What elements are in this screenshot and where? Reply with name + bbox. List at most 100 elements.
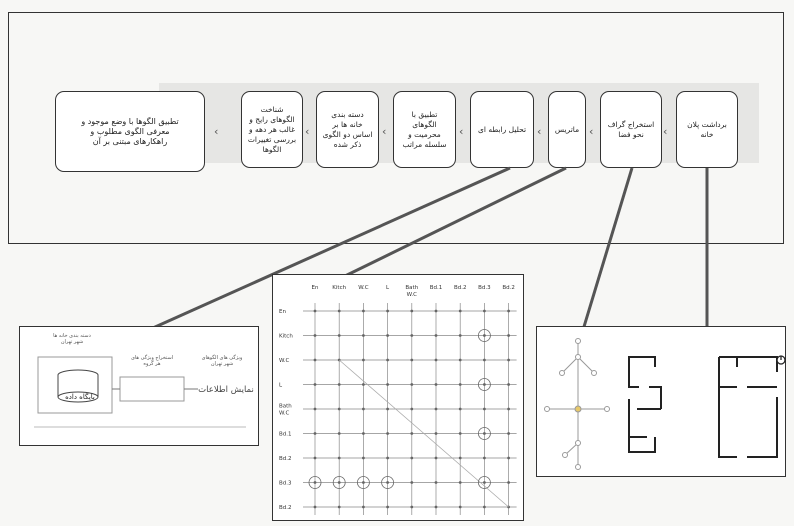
matrix-row-header: Bath (279, 404, 292, 410)
info-system-diagram (34, 356, 246, 428)
matrix-cell-dot (362, 407, 365, 411)
label-database: پایگاه داده (65, 393, 95, 401)
matrix-cell-circle (332, 476, 346, 489)
matrix-cell-dot (410, 358, 414, 362)
matrix-cell-dot (434, 456, 438, 460)
matrix-cell-dot (434, 407, 438, 411)
plan-graph-panel (536, 326, 786, 477)
step-final-matching: تطبیق الگوها با وضع موجود و معرفی الگوی … (55, 91, 205, 172)
matrix-cell-dot (458, 309, 462, 313)
matrix-cell-dot (507, 309, 510, 313)
step-relational-analysis: تحلیل رابطه ای (470, 91, 534, 168)
matrix-cell-dot (483, 309, 486, 313)
matrix-cell-dot (483, 383, 486, 386)
matrix-row-header: Bd.1 (279, 432, 292, 438)
floor-plan-a (628, 356, 662, 453)
matrix-diagonal (338, 359, 509, 508)
matrix-cell-dot (410, 407, 414, 411)
matrix-row-header: Kitch (279, 334, 293, 340)
matrix-cell-dot (337, 505, 341, 509)
matrix-cell-dot (362, 334, 365, 337)
matrix-cell-dot (386, 309, 389, 313)
matrix-cell-dot (507, 383, 510, 386)
matrix-cell-dot (410, 505, 414, 509)
matrix-cell-circle (357, 476, 370, 489)
matrix-cell-dot (458, 505, 462, 509)
matrix-col-header: Bd.2 (454, 285, 467, 291)
note-feature-extraction: استخراج ویژگی های هر گروه (130, 355, 174, 367)
arrow-left-icon: ‹ (214, 125, 219, 138)
matrix-col-header: En (312, 285, 319, 291)
matrix-cell-dot (386, 456, 389, 460)
matrix-row-header: L (279, 383, 283, 389)
matrix-cell-dot (386, 358, 389, 362)
matrix-col-header: Bd.3 (478, 285, 491, 291)
matrix-cell-circle (477, 329, 491, 342)
matrix-col-header: Bd.2 (502, 285, 515, 291)
matrix-cell-dot (386, 334, 389, 337)
info-system-panel: پایگاه داده نمایش اطلاعات دسته بندی خانه… (19, 326, 259, 446)
matrix-cell-dot (458, 358, 462, 362)
matrix-cell-dot (483, 432, 486, 435)
matrix-cell-dot (434, 383, 438, 386)
matrix-cell-circle (477, 476, 491, 489)
matrix-row-header: Bd.2 (279, 505, 292, 511)
matrix-cell-dot (483, 334, 486, 337)
matrix-cell-dot (337, 407, 341, 411)
matrix-cell-dot (313, 309, 317, 313)
matrix-cell-dot (362, 383, 365, 386)
matrix-cell-circle (477, 427, 491, 440)
matrix-cell-dot (337, 432, 341, 435)
matrix-row-header: Bd.2 (279, 456, 292, 462)
matrix-cell-dot (434, 481, 438, 484)
matrix-cell-dot (386, 432, 389, 435)
matrix-cell-dot (458, 383, 462, 386)
matrix-cell-dot (337, 456, 341, 460)
step-privacy-hierarchy-matching: تطبیق با الگوهای محرمیت و سلسله مراتب (393, 91, 456, 168)
matrix-cell-dot (507, 481, 510, 484)
matrix-cell-dot (458, 334, 462, 337)
arrow-left-icon: ‹ (459, 125, 464, 138)
matrix-cell-dot (434, 505, 438, 509)
matrix-cell-dot (362, 358, 365, 362)
matrix-col-header: W.C (358, 285, 369, 291)
matrix-cell-dot (434, 432, 438, 435)
matrix-col-header: Bd.1 (430, 285, 443, 291)
matrix-cell-dot (313, 334, 317, 337)
matrix-cell-dot (362, 309, 365, 313)
matrix-cell-dot (483, 358, 486, 362)
floor-plan-b (718, 356, 778, 458)
matrix-cell-dot (507, 334, 510, 337)
matrix-cell-dot (507, 432, 510, 435)
arrow-left-icon: ‹ (589, 125, 594, 138)
matrix-cell-dot (313, 358, 317, 362)
matrix-cell-dot (410, 432, 414, 435)
plan-graph-drawing (544, 338, 786, 470)
matrix-cell-dot (313, 432, 317, 435)
step-space-syntax-graph: استخراج گراف نحو فضا (600, 91, 662, 168)
matrix-cell-dot (362, 505, 365, 509)
arrow-left-icon: ‹ (663, 125, 668, 138)
matrix-cell-dot (507, 358, 510, 362)
matrix-cell-dot (483, 505, 486, 509)
matrix-cell-dot (337, 383, 341, 386)
matrix-cell-dot (434, 309, 438, 313)
matrix-col-header: W.C (407, 292, 418, 298)
matrix-cell-circle (477, 378, 491, 391)
matrix-cell-dot (434, 334, 438, 337)
matrix-cell-dot (458, 432, 462, 435)
step-matrix: ماتریس (548, 91, 586, 168)
matrix-cell-dot (337, 334, 341, 337)
matrix-cell-dot (483, 456, 486, 460)
step-pattern-recognition: شناخت الگوهای رایج و غالب هر دهه و بررسی… (241, 91, 303, 168)
matrix-cell-dot (337, 309, 341, 313)
matrix-cell-dot (362, 481, 365, 484)
database-icon (57, 369, 99, 403)
matrix-col-header: L (386, 285, 390, 291)
step-plan-survey: برداشت پلان خانه (676, 91, 738, 168)
matrix-cell-dot (386, 481, 389, 484)
matrix-row-header: Bd.3 (279, 481, 292, 487)
matrix-cell-dot (362, 456, 365, 460)
matrix-cell-dot (386, 505, 389, 509)
matrix-row-header: W.C (279, 358, 290, 364)
